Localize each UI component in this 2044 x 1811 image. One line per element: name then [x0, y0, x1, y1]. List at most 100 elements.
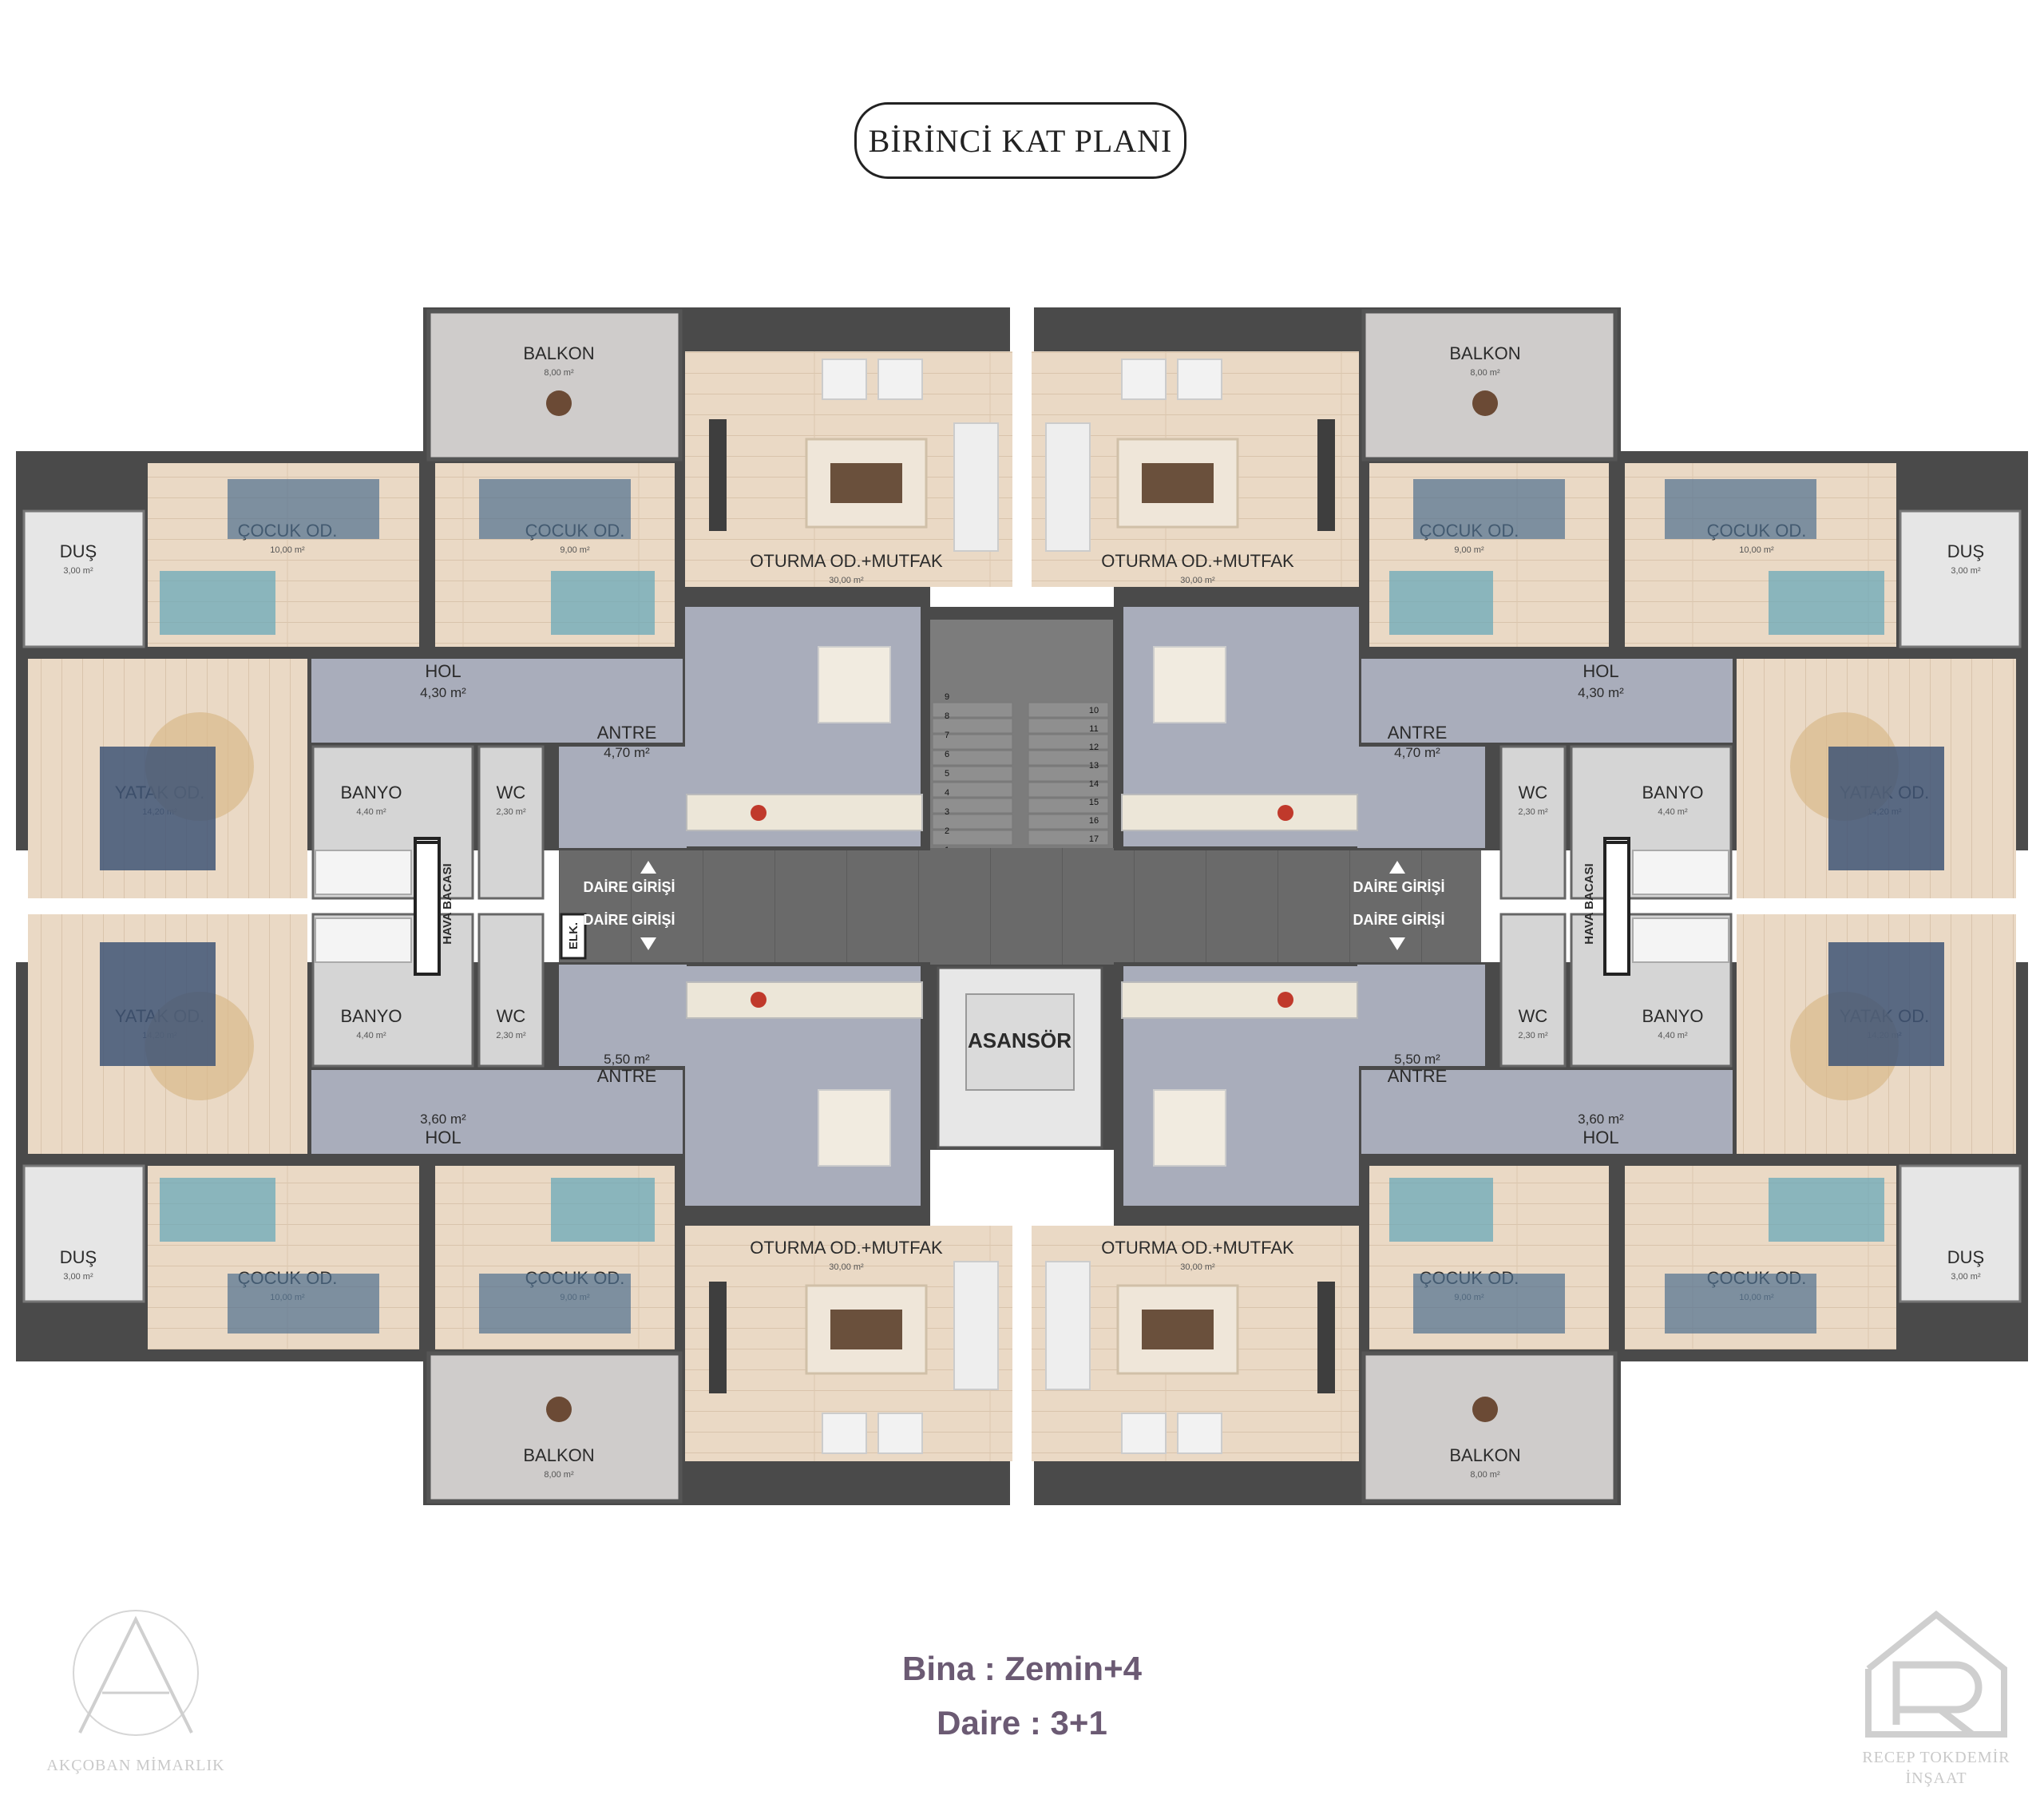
wc-bl-label: WC — [497, 1006, 526, 1026]
dining-table-br — [1153, 1089, 1226, 1167]
hol-bl-label: HOL — [425, 1127, 461, 1147]
stair-number-right-11: 11 — [1089, 724, 1098, 734]
kitchen-counter-bl — [686, 981, 923, 1019]
dus-room-bl — [22, 1164, 145, 1303]
stair-step-left-6 — [932, 798, 1013, 814]
hava-bacasi-bl — [414, 841, 441, 976]
cocuk-outer-sofa-tl — [160, 571, 275, 635]
cocuk-inner-sofa-tl — [551, 571, 655, 635]
cocuk-outer-sofa-tr — [1769, 571, 1884, 635]
corridor-joint-1420 — [1134, 848, 1135, 965]
banyo-tub-br — [1632, 917, 1729, 963]
dining-table-tr — [1153, 646, 1226, 723]
oturma-sofa-bl — [953, 1261, 999, 1390]
cocuk-outer-sofa-br — [1769, 1178, 1884, 1242]
oturma-coffee-table-br — [1142, 1310, 1214, 1349]
stair-step-right-7 — [1028, 814, 1109, 830]
balkon-tr-area: 8,00 m² — [1470, 368, 1500, 378]
stair-number-right-12: 12 — [1089, 743, 1099, 752]
balkon-br-label: BALKON — [1449, 1445, 1520, 1465]
dus-tl-label: DUŞ — [60, 541, 97, 561]
stair-step-right-1 — [1028, 718, 1109, 734]
balkon-tr — [1361, 309, 1618, 462]
stair-number-right-13: 13 — [1089, 761, 1099, 771]
balkon-tr-label: BALKON — [1449, 343, 1520, 363]
dus-bl-label: DUŞ — [60, 1247, 97, 1267]
corridor-joint-970 — [774, 848, 775, 965]
stair-step-left-7 — [932, 814, 1013, 830]
wc-bl-area: 2,30 m² — [496, 1031, 526, 1040]
arrow-up-left — [640, 861, 656, 874]
antre-tl-label: ANTRE — [597, 723, 657, 743]
wc-br-label: WC — [1519, 1006, 1548, 1026]
dining-table-tl — [818, 646, 891, 723]
dus-tr-area: 3,00 m² — [1951, 566, 1981, 576]
banyo-tr-area: 4,40 m² — [1658, 807, 1688, 817]
dus-bl-area: 3,00 m² — [63, 1272, 93, 1282]
corridor — [559, 848, 1481, 965]
stair-number-left-5: 5 — [945, 769, 949, 779]
stove-bl — [751, 992, 766, 1008]
stair-step-left-5 — [932, 782, 1013, 798]
unit-info: Daire : 3+1 — [937, 1704, 1107, 1742]
yatak-bed-tr — [1828, 747, 1944, 870]
oturma-armchair-1-br — [1177, 1413, 1222, 1454]
cocuk-inner-bed-tl — [479, 479, 631, 539]
antre-tr — [1357, 747, 1485, 848]
cocuk-inner-sofa-bl — [551, 1178, 655, 1242]
stair-step-right-0 — [1028, 702, 1109, 718]
arrow-down-right — [1389, 937, 1405, 950]
hol-tl — [311, 659, 683, 743]
stair-step-right-4 — [1028, 766, 1109, 782]
cocuk-inner-sofa-tr — [1389, 571, 1493, 635]
antre-bl-label: ANTRE — [597, 1066, 657, 1086]
arrow-down-left — [640, 937, 656, 950]
stair-number-left-4: 4 — [945, 788, 949, 798]
building-info: Bina : Zemin+4 — [902, 1650, 1142, 1687]
stove-tr — [1278, 805, 1293, 821]
balkon-bl — [426, 1351, 683, 1504]
wc-tr-area: 2,30 m² — [1518, 807, 1548, 817]
antre-area-bl: 5,50 m² — [604, 1052, 650, 1067]
oturma-tl-label: OTURMA OD.+MUTFAK — [750, 551, 943, 571]
stair-step-left-4 — [932, 766, 1013, 782]
arrow-up-right — [1389, 861, 1405, 874]
balkon-bl-area: 8,00 m² — [544, 1470, 574, 1480]
banyo-tl-label: BANYO — [340, 783, 402, 802]
kitchen-counter-tl — [686, 794, 923, 831]
banyo-tub-bl — [315, 917, 412, 963]
hol-area-bl: 3,60 m² — [420, 1112, 466, 1127]
balkon-bl-label: BALKON — [523, 1445, 594, 1465]
antre-area-tr: 4,70 m² — [1394, 745, 1440, 760]
oturma-sofa-br — [1045, 1261, 1091, 1390]
balkon-tl — [426, 309, 683, 462]
dus-br-area: 3,00 m² — [1951, 1272, 1981, 1282]
corridor-joint-1240 — [990, 848, 991, 965]
hol-br — [1361, 1070, 1733, 1154]
cocuk-outer-sofa-bl — [160, 1178, 275, 1242]
banyo-bl-area: 4,40 m² — [356, 1031, 386, 1040]
dus-br-label: DUŞ — [1947, 1247, 1984, 1267]
balkon-table-tl — [546, 390, 572, 416]
balkon-table-tr — [1472, 390, 1498, 416]
stair-number-right-10: 10 — [1089, 706, 1099, 715]
kitchen-counter-tr — [1121, 794, 1358, 831]
dining-table-bl — [818, 1089, 891, 1167]
hol-tl-label: HOL — [425, 661, 461, 681]
hava-bacasi-br — [1603, 841, 1630, 976]
cocuk-outer-bed-tl — [228, 479, 379, 539]
oturma-coffee-table-bl — [830, 1310, 902, 1349]
stair-number-left-6: 6 — [945, 750, 949, 759]
banyo-tr-label: BANYO — [1642, 783, 1703, 802]
wc-tl-area: 2,30 m² — [496, 807, 526, 817]
elk-label: ELK. — [567, 922, 580, 949]
corridor-joint-1330 — [1062, 848, 1063, 965]
hol-tr — [1361, 659, 1733, 743]
oturma-armchair-1-bl — [822, 1413, 867, 1454]
cocuk-inner-bed-tr — [1413, 479, 1565, 539]
tokdemir-logo-text-1: RECEP TOKDEMİR — [1862, 1749, 2010, 1766]
cocuk-inner-tr-area: 9,00 m² — [1454, 545, 1484, 555]
hava-bacasi-label-left: HAVA BACASI — [441, 863, 454, 944]
daire-girisi-br: DAİRE GİRİŞİ — [1353, 912, 1444, 928]
oturma-tv-unit-bl — [709, 1282, 727, 1393]
